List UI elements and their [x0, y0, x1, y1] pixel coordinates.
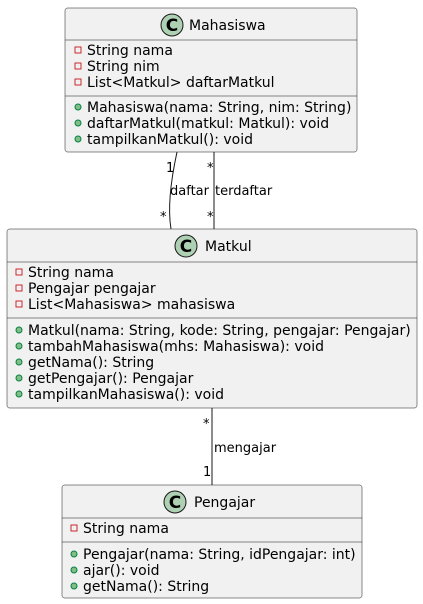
- association-terdaftar-label: terdaftar: [215, 184, 273, 199]
- association-terdaftar-source-multiplicity: *: [207, 161, 214, 176]
- private-visibility-icon: [74, 62, 82, 70]
- attribute-row: String nama: [74, 43, 173, 59]
- class-mahasiswa: C Mahasiswa String nama String nim List<…: [64, 7, 358, 153]
- attribute-text: String nama: [83, 521, 169, 537]
- class-matkul-badge-letter: C: [180, 237, 192, 257]
- public-visibility-icon: [74, 135, 82, 143]
- association-mengajar-target-multiplicity: 1: [203, 465, 211, 480]
- method-row: Matkul(nama: String, kode: String, penga…: [15, 323, 411, 339]
- method-row: tampilkanMatkul(): void: [74, 132, 253, 148]
- attribute-row: List<Mahasiswa> mahasiswa: [15, 297, 235, 313]
- attribute-text: Pengajar pengajar: [28, 281, 156, 297]
- method-row: Pengajar(nama: String, idPengajar: int): [70, 547, 356, 563]
- method-row: getNama(): String: [70, 579, 209, 595]
- method-text: getNama(): String: [83, 579, 209, 595]
- attribute-text: String nim: [87, 59, 160, 75]
- attribute-row: Pengajar pengajar: [15, 281, 156, 297]
- attribute-row: String nama: [70, 521, 169, 537]
- class-matkul: C Matkul String nama Pengajar pengajar L…: [6, 228, 418, 409]
- private-visibility-icon: [15, 268, 23, 276]
- method-text: tampilkanMatkul(): void: [87, 132, 253, 148]
- method-text: getNama(): String: [28, 355, 154, 371]
- private-visibility-icon: [70, 524, 78, 532]
- association-daftar: 1 daftar *: [160, 151, 210, 230]
- public-visibility-icon: [15, 342, 23, 350]
- attribute-text: List<Mahasiswa> mahasiswa: [28, 297, 235, 313]
- method-row: getNama(): String: [15, 355, 154, 371]
- public-visibility-icon: [74, 103, 82, 111]
- public-visibility-icon: [15, 358, 23, 366]
- method-text: tampilkanMahasiswa(): void: [28, 387, 224, 403]
- public-visibility-icon: [70, 566, 78, 574]
- private-visibility-icon: [15, 300, 23, 308]
- method-row: getPengajar(): Pengajar: [15, 371, 194, 387]
- method-text: getPengajar(): Pengajar: [28, 371, 194, 387]
- public-visibility-icon: [15, 326, 23, 334]
- association-mengajar-source-multiplicity: *: [203, 417, 210, 432]
- association-daftar-line: [169, 151, 178, 230]
- association-daftar-label: daftar: [170, 184, 210, 199]
- attribute-text: String nama: [87, 43, 173, 59]
- attribute-row: String nama: [15, 265, 114, 281]
- method-text: tambahMahasiswa(mhs: Mahasiswa): void: [28, 339, 324, 355]
- class-mahasiswa-badge-icon: [160, 13, 184, 37]
- association-daftar-source-multiplicity: 1: [166, 161, 174, 176]
- method-text: Matkul(nama: String, kode: String, penga…: [28, 323, 411, 339]
- class-matkul-name: Matkul: [205, 239, 252, 255]
- attribute-row: String nim: [74, 59, 160, 75]
- association-daftar-target-multiplicity: *: [160, 210, 167, 225]
- class-pengajar-badge-letter: C: [169, 493, 181, 513]
- method-row: Mahasiswa(nama: String, nim: String): [74, 100, 351, 116]
- method-text: Mahasiswa(nama: String, nim: String): [87, 100, 351, 116]
- method-row: tambahMahasiswa(mhs: Mahasiswa): void: [15, 339, 324, 355]
- method-row: tampilkanMahasiswa(): void: [15, 387, 224, 403]
- method-text: ajar(): void: [83, 563, 160, 579]
- private-visibility-icon: [15, 284, 23, 292]
- class-matkul-badge-icon: [174, 234, 198, 258]
- association-terdaftar: * terdaftar *: [207, 152, 273, 229]
- public-visibility-icon: [15, 390, 23, 398]
- public-visibility-icon: [74, 119, 82, 127]
- class-pengajar-name: Pengajar: [194, 495, 255, 511]
- attribute-text: List<Matkul> daftarMatkul: [87, 75, 275, 91]
- private-visibility-icon: [74, 78, 82, 86]
- attribute-row: List<Matkul> daftarMatkul: [74, 75, 275, 91]
- private-visibility-icon: [74, 46, 82, 54]
- method-text: Pengajar(nama: String, idPengajar: int): [83, 547, 356, 563]
- method-row: daftarMatkul(matkul: Matkul): void: [74, 116, 329, 132]
- attribute-text: String nama: [28, 265, 114, 281]
- class-mahasiswa-box: [64, 7, 358, 153]
- public-visibility-icon: [70, 550, 78, 558]
- public-visibility-icon: [15, 374, 23, 382]
- association-mengajar-label: mengajar: [214, 441, 277, 456]
- method-row: ajar(): void: [70, 563, 160, 579]
- method-text: daftarMatkul(matkul: Matkul): void: [87, 116, 329, 132]
- class-pengajar-badge-icon: [163, 490, 187, 514]
- association-terdaftar-target-multiplicity: *: [207, 210, 214, 225]
- class-mahasiswa-badge-letter: C: [166, 16, 178, 36]
- class-pengajar: C Pengajar String nama Pengajar(nama: St…: [61, 484, 363, 599]
- class-pengajar-box: [61, 484, 363, 599]
- class-mahasiswa-name: Mahasiswa: [189, 18, 266, 34]
- public-visibility-icon: [70, 582, 78, 590]
- association-mengajar: * mengajar 1: [203, 408, 277, 485]
- class-matkul-box: [6, 228, 418, 409]
